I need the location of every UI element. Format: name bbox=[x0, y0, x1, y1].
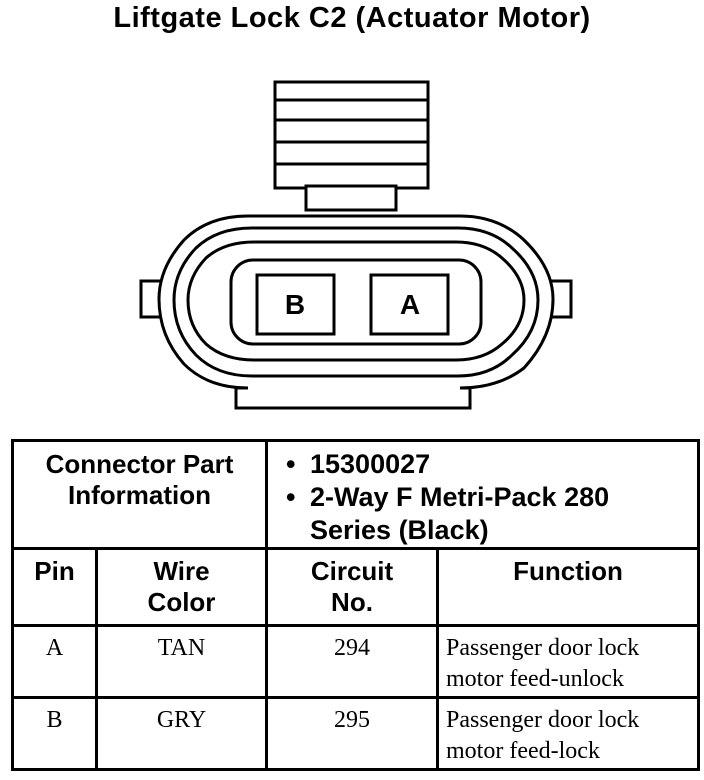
header-line: Connector Part bbox=[45, 449, 234, 479]
pin-a-box bbox=[369, 273, 450, 336]
pin-a-label: A bbox=[400, 289, 420, 320]
col-header-text: Wire bbox=[153, 556, 210, 586]
wire-color-value: GRY bbox=[156, 707, 207, 733]
function-line: Passenger door lock bbox=[446, 635, 640, 661]
function-cell: Passenger door lock motor feed-unlock bbox=[436, 624, 700, 699]
connector-table: Connector Part Information • 15300027 • … bbox=[11, 439, 700, 771]
col-header-circuit: Circuit No. bbox=[265, 547, 439, 627]
circuit-cell: 295 bbox=[265, 696, 439, 771]
header-line: Information bbox=[68, 480, 211, 510]
wire-color-value: TAN bbox=[157, 635, 206, 661]
col-header-text: Pin bbox=[34, 556, 75, 586]
wire-color-cell: GRY bbox=[95, 696, 268, 771]
pin-b-label: B bbox=[285, 289, 305, 320]
circuit-value: 294 bbox=[334, 635, 370, 661]
col-header-wire-color: Wire Color bbox=[95, 547, 268, 627]
column-header-row: Pin Wire Color Circuit No. Function bbox=[11, 547, 700, 627]
table-row: A TAN 294 Passenger door lock motor feed… bbox=[11, 624, 700, 699]
col-header-text: Circuit bbox=[310, 556, 394, 586]
part-number: • 15300027 bbox=[286, 448, 697, 481]
latch-tab bbox=[273, 80, 430, 190]
pin-cell: A bbox=[11, 624, 98, 699]
seal-ring bbox=[186, 240, 526, 362]
connector-info-row: Connector Part Information • 15300027 • … bbox=[11, 439, 700, 550]
table-row: B GRY 295 Passenger door lock motor feed… bbox=[11, 696, 700, 771]
connector-part-info: • 15300027 • 2-Way F Metri-Pack 280 Seri… bbox=[265, 439, 700, 550]
bullet: • bbox=[286, 482, 296, 512]
connector-type-line: 2-Way F Metri-Pack 280 bbox=[310, 482, 610, 512]
col-header-text: No. bbox=[331, 587, 373, 617]
pin-b-box bbox=[255, 273, 336, 336]
page-title: Liftgate Lock C2 (Actuator Motor) bbox=[113, 2, 591, 34]
col-header-text: Function bbox=[513, 556, 623, 586]
circuit-cell: 294 bbox=[265, 624, 439, 699]
body-inner-outline bbox=[172, 226, 540, 378]
pin-cavity bbox=[229, 258, 483, 346]
function-line: Passenger door lock bbox=[446, 707, 640, 733]
bullet: • bbox=[286, 449, 296, 479]
pin-value: A bbox=[45, 635, 64, 661]
connector-part-header: Connector Part Information bbox=[11, 439, 268, 550]
function-line: motor feed-unlock bbox=[446, 666, 624, 692]
connector-type-cont: Series (Black) bbox=[310, 514, 697, 547]
pin-cell: B bbox=[11, 696, 98, 771]
col-header-pin: Pin bbox=[11, 547, 98, 627]
circuit-value: 295 bbox=[334, 707, 370, 733]
connector-type: • 2-Way F Metri-Pack 280 bbox=[286, 481, 697, 514]
latch-base bbox=[304, 184, 398, 212]
function-line: motor feed-lock bbox=[446, 738, 600, 764]
col-header-function: Function bbox=[436, 547, 700, 627]
col-header-text: Color bbox=[147, 587, 216, 617]
pin-value: B bbox=[46, 707, 63, 733]
connector-body bbox=[157, 214, 555, 410]
part-number-text: 15300027 bbox=[310, 449, 431, 479]
connector-diagram: B A bbox=[139, 80, 573, 410]
function-cell: Passenger door lock motor feed-lock bbox=[436, 696, 700, 771]
wire-color-cell: TAN bbox=[95, 624, 268, 699]
connector-type-line: Series (Black) bbox=[310, 515, 489, 545]
